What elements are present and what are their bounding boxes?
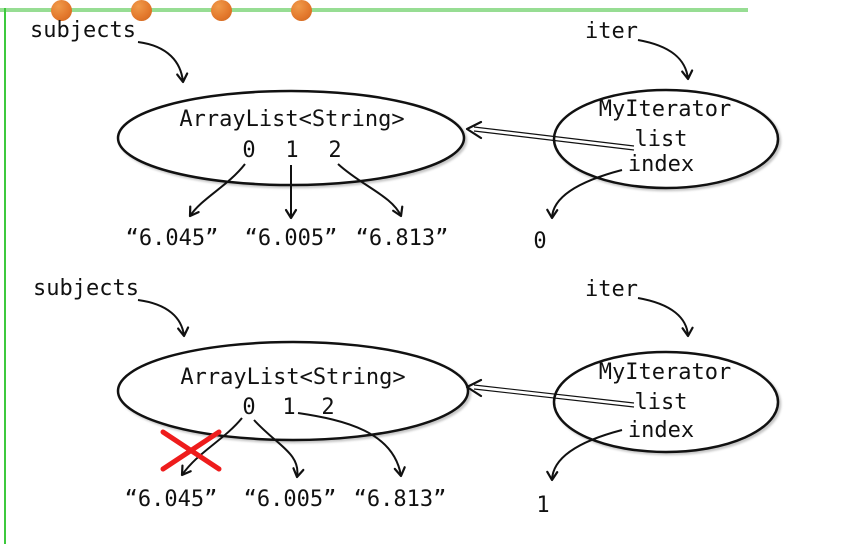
index-field-label: index [627, 152, 695, 177]
value-0: “6.045” [125, 226, 219, 251]
index-field-arrow-1 [546, 169, 623, 220]
iter-label: iter [585, 19, 638, 44]
index2-arrow-1 [337, 163, 404, 218]
list-pointer-line-a-2 [473, 384, 635, 404]
bullet-dot [211, 0, 232, 21]
index-field-arrow-2 [546, 429, 623, 482]
list-pointer-line-a-1 [473, 126, 635, 147]
index-1: 1 [285, 138, 299, 163]
left-border-line [4, 8, 6, 544]
top-border-line [0, 8, 748, 12]
index-2: 2 [321, 395, 335, 420]
list-field-label: list [634, 390, 688, 415]
new-index1-arrow-2 [297, 412, 406, 478]
list-pointer-arrowhead-1 [465, 120, 483, 140]
index-2: 2 [328, 138, 342, 163]
index-value: 0 [533, 229, 547, 254]
subjects-arrow-2 [137, 299, 190, 338]
subjects-label: subjects [30, 18, 136, 43]
value-0: “6.045” [124, 487, 218, 512]
arraylist-title: ArrayList<String> [180, 365, 406, 390]
red-cross-stroke-b [160, 429, 222, 472]
value-1: “6.005” [243, 487, 337, 512]
iter-arrow-1 [637, 39, 694, 81]
value-2: “6.813” [355, 226, 449, 251]
subjects-arrow-1 [137, 41, 189, 84]
index-1: 1 [282, 395, 296, 420]
list-pointer-line-b-1 [473, 130, 635, 151]
myiterator-ellipse-1 [552, 88, 780, 190]
myiterator-title: MyIterator [598, 360, 732, 385]
index-field-label: index [627, 418, 695, 443]
index-0: 0 [242, 395, 256, 420]
list-field-label: list [634, 127, 688, 152]
bullet-dot [291, 0, 312, 21]
bullet-dot [51, 0, 72, 21]
index0-arrow-1 [188, 163, 246, 218]
iter-label: iter [585, 277, 638, 302]
list-pointer-arrowhead-2 [465, 378, 483, 398]
myiterator-ellipse-2 [552, 350, 780, 454]
iter-arrow-2 [637, 297, 694, 338]
index-value: 1 [536, 493, 550, 518]
myiterator-title: MyIterator [598, 97, 732, 122]
value-1: “6.005” [244, 226, 338, 251]
arraylist-ellipse-2 [116, 340, 470, 442]
arraylist-title: ArrayList<String> [179, 107, 405, 132]
old-index0-arrow-2 [180, 417, 243, 477]
bullet-dot [131, 0, 152, 21]
new-index0-arrow-2 [253, 419, 305, 479]
subjects-label: subjects [33, 276, 139, 301]
value-2: “6.813” [353, 487, 447, 512]
list-pointer-line-b-2 [473, 388, 635, 408]
index-0: 0 [242, 138, 256, 163]
